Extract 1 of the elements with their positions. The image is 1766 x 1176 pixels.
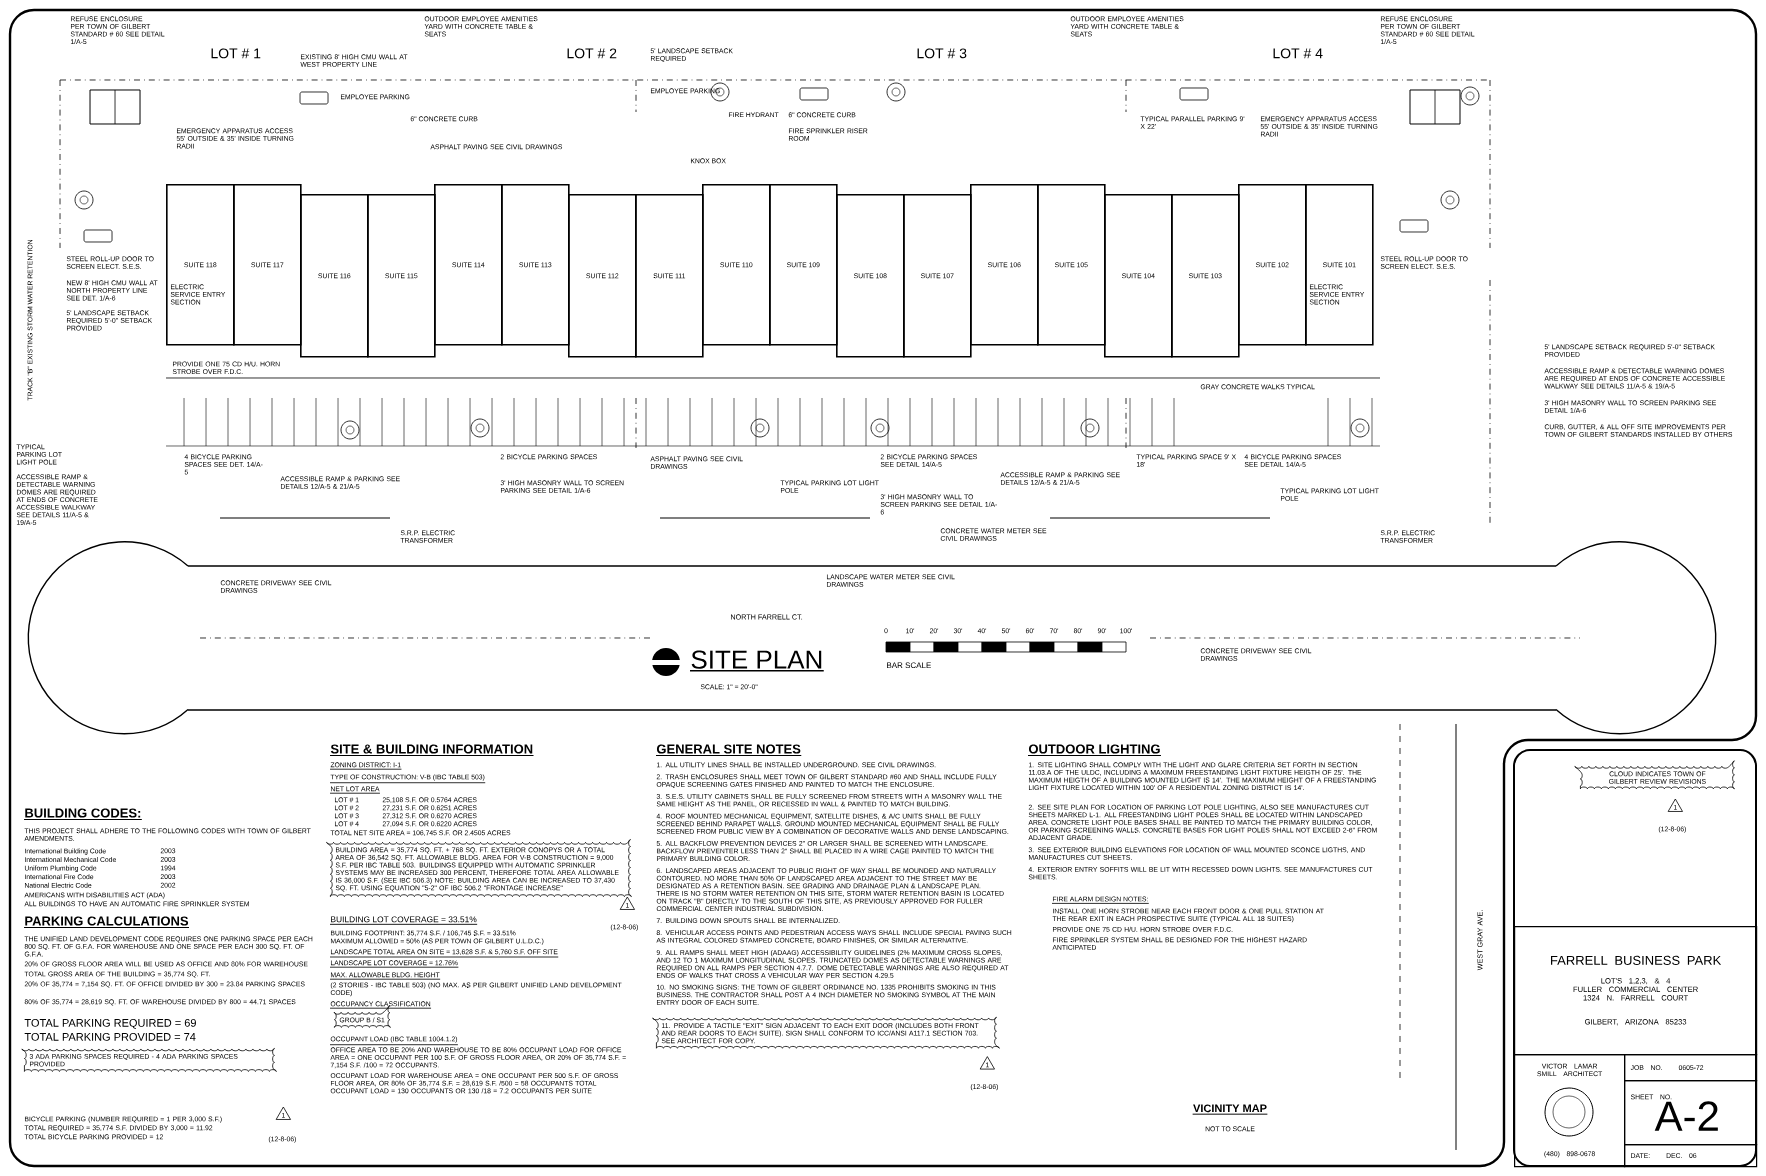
plan-title: SITE PLAN <box>689 650 825 672</box>
